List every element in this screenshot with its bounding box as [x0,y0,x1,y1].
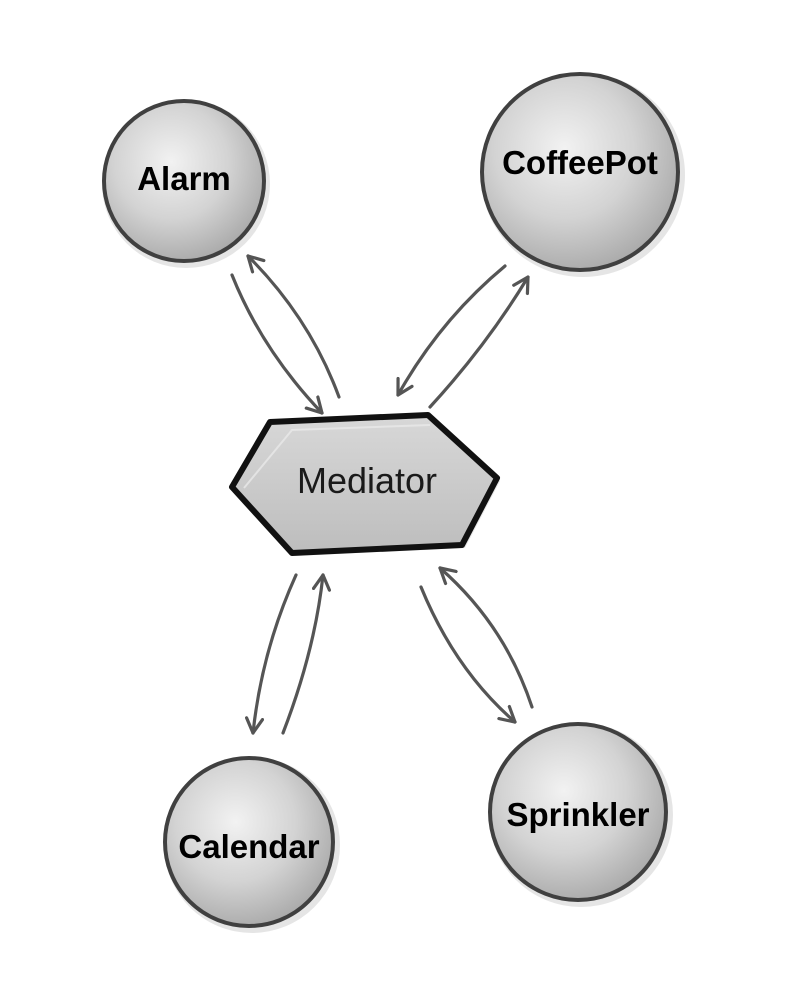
calendar-label: Calendar [178,828,319,865]
sprinkler-node: Sprinkler [488,722,673,907]
sprinkler-label: Sprinkler [506,796,649,833]
calendar-node: Calendar [163,756,340,933]
arrow-sprinkler-to-mediator [438,566,534,709]
arrow-mediator-to-calendar [245,573,298,735]
arrow-coffeepot-to-mediator [396,264,507,397]
alarm-label: Alarm [137,160,231,197]
alarm-node: Alarm [102,99,270,268]
mediator-label: Mediator [297,460,437,501]
arrow-mediator-to-sprinkler [419,585,517,724]
arrow-mediator-to-alarm [246,254,341,399]
arrow-alarm-to-mediator [230,273,324,415]
mediator-node: Mediator [229,412,500,556]
coffeepot-node: CoffeePot [480,72,685,277]
coffeepot-label: CoffeePot [502,144,658,181]
arrow-calendar-to-mediator [281,573,332,735]
arrow-mediator-to-coffeepot [428,275,530,409]
